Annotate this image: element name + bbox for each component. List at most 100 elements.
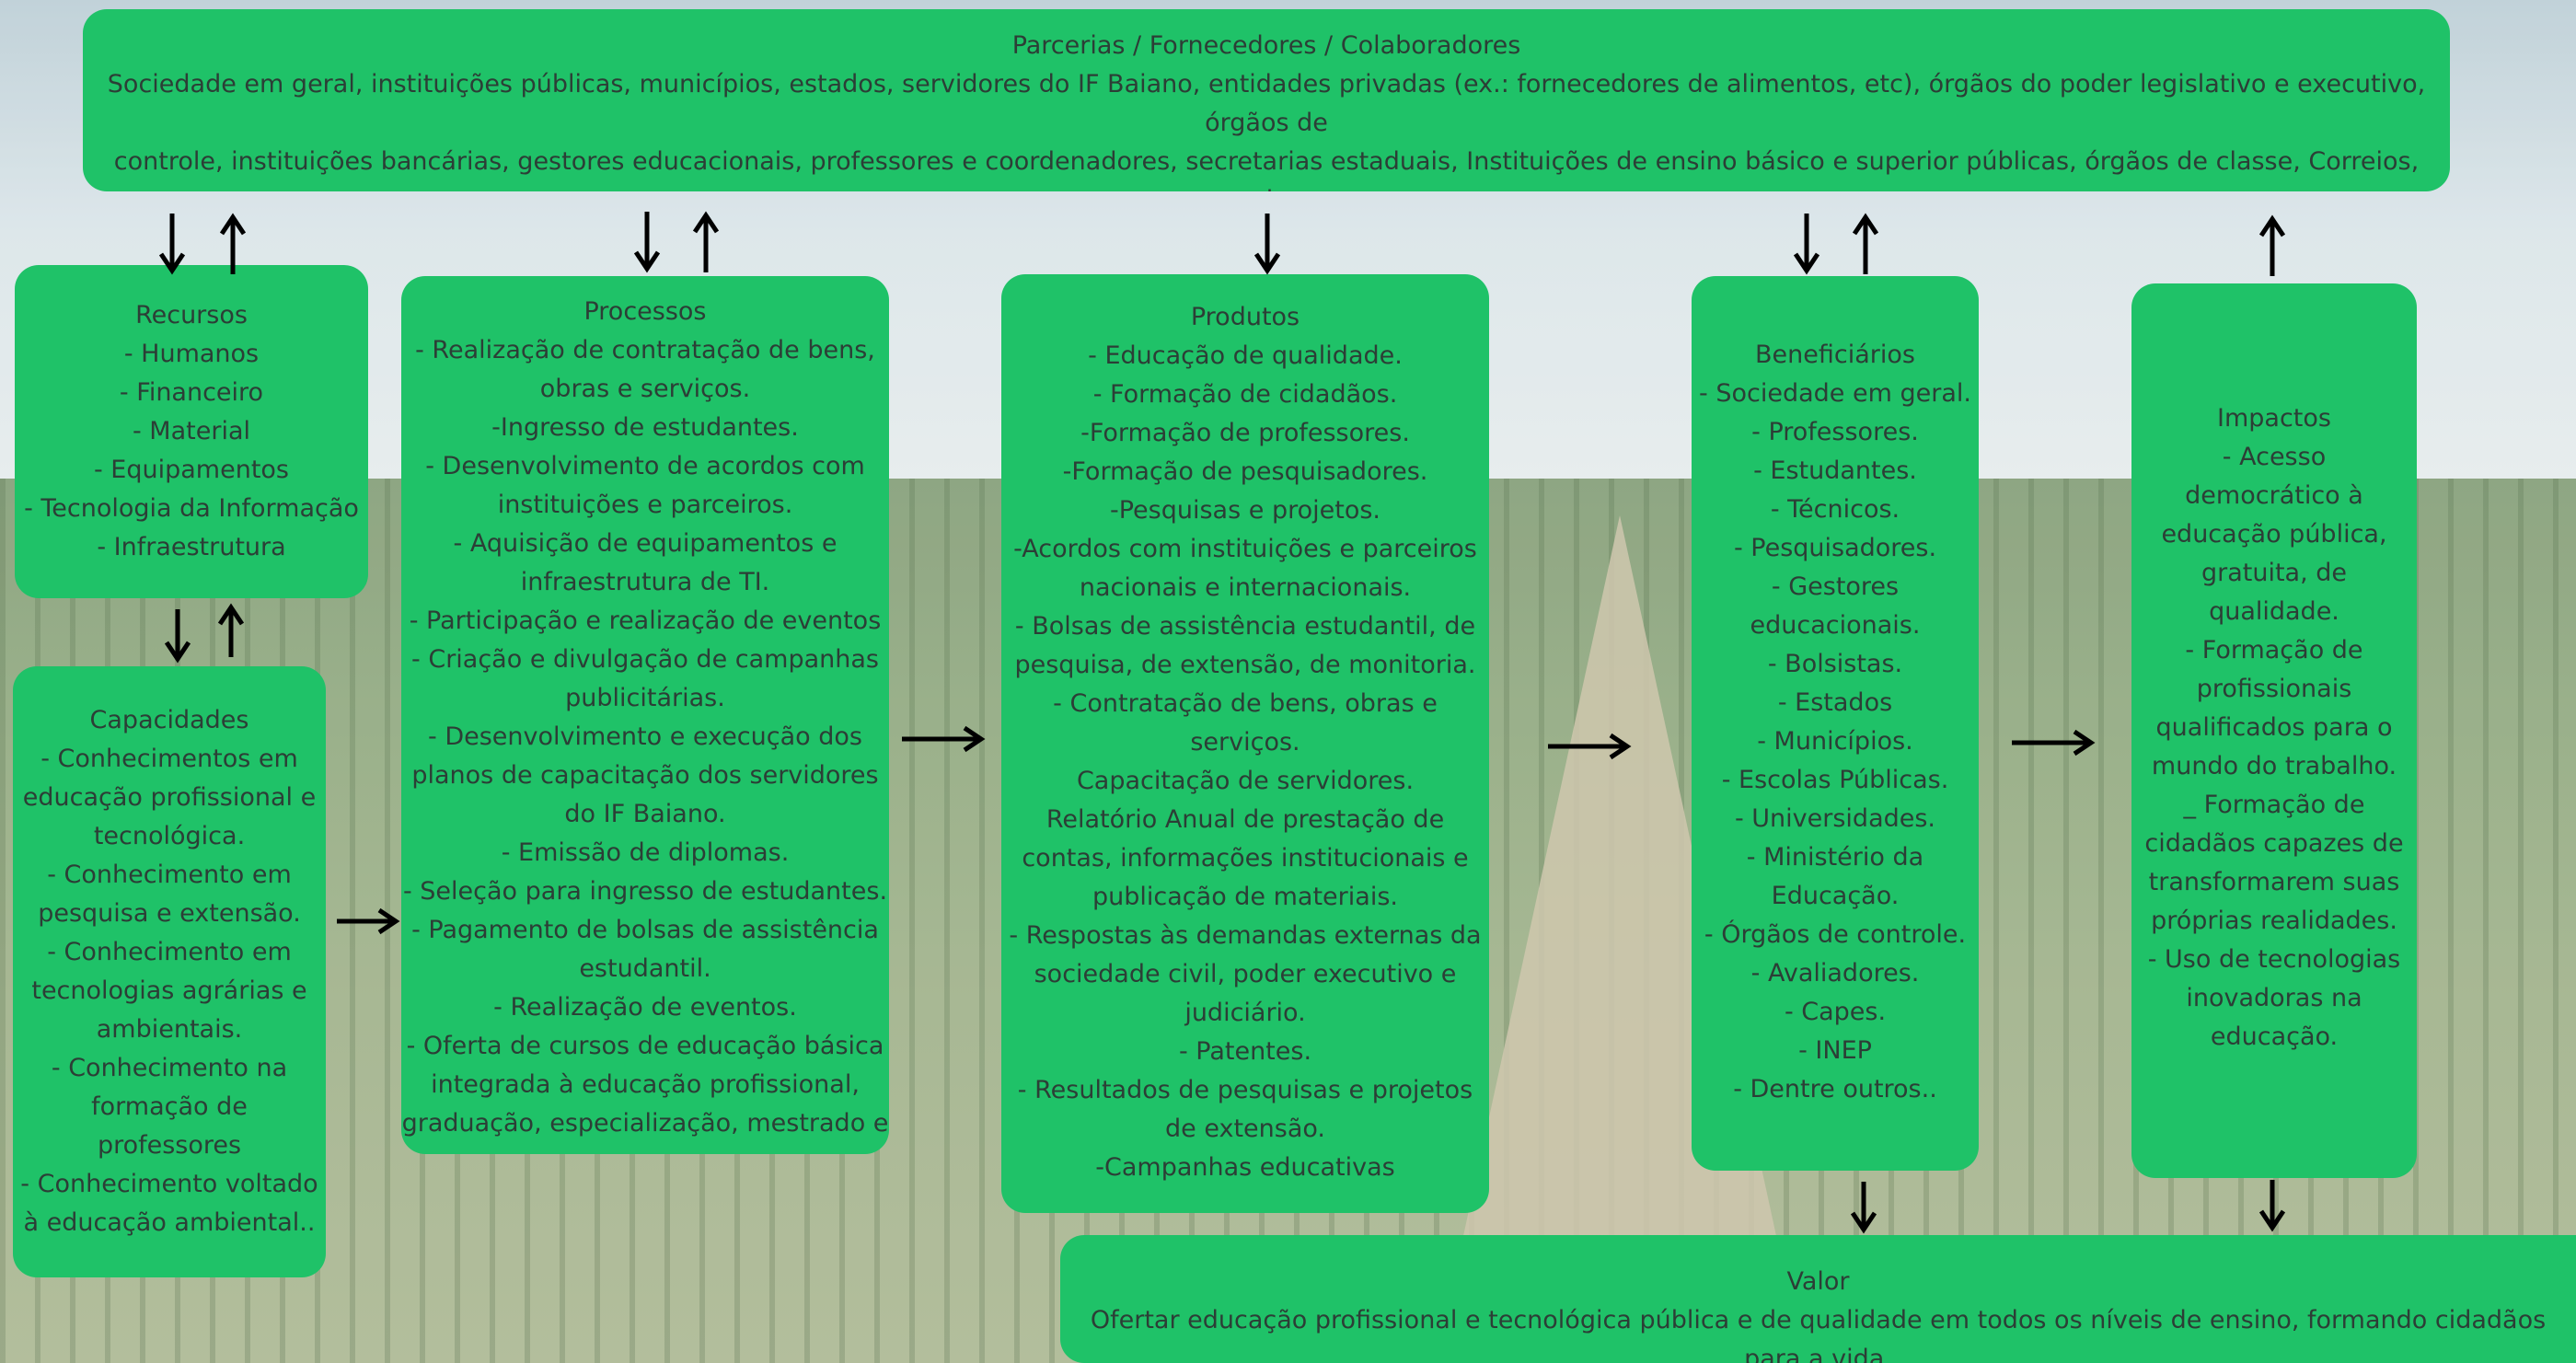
beneficiarios-line: - Avaliadores.: [1750, 959, 1920, 988]
arrow-down-beneficiarios-valor: [1850, 1182, 1877, 1234]
produtos-line: - Respostas às demandas externas da: [1009, 921, 1482, 950]
arrow-down-recursos: [158, 214, 186, 275]
processos-line: do IF Baiano.: [564, 800, 726, 828]
processos-line: planos de capacitação dos servidores: [411, 761, 879, 790]
processos-line: infraestrutura de TI.: [520, 568, 770, 596]
recursos-line: - Material: [132, 417, 250, 445]
beneficiarios-line: - Estados: [1777, 688, 1893, 717]
impactos-line: gratuita, de: [2201, 559, 2348, 587]
impactos-line: mundo do trabalho.: [2151, 752, 2397, 780]
processos-line: - Pagamento de bolsas de assistência: [411, 916, 879, 944]
produtos-line: Relatório Anual de prestação de: [1045, 805, 1445, 834]
produtos-line: nacionais e internacionais.: [1079, 573, 1412, 602]
recursos-box: Recursos- Humanos- Financeiro- Material-…: [15, 265, 368, 598]
processos-line: - Aquisição de equipamentos e: [453, 529, 837, 558]
recursos-line: - Humanos: [123, 340, 260, 368]
impactos-line: inovadoras na: [2186, 984, 2362, 1012]
recursos-line: - Infraestrutura: [97, 533, 286, 561]
processos-line: - Participação e realização de eventos: [409, 606, 882, 635]
arrow-up-processos: [692, 211, 720, 272]
impactos-line: cidadãos capazes de: [2144, 829, 2404, 858]
processos-line: -Ingresso de estudantes.: [491, 413, 799, 442]
processos-line: - Desenvolvimento de acordos com: [425, 452, 865, 480]
produtos-line: - Patentes.: [1178, 1037, 1312, 1066]
arrow-right-beneficiarios-impactos: [2012, 729, 2096, 757]
impactos-line: _ Formação de: [2183, 791, 2365, 819]
produtos-line: -Formação de professores.: [1080, 419, 1410, 447]
produtos-line: -Acordos com instituições e parceiros: [1013, 535, 1477, 563]
produtos-box: Produtos - Educação de qualidade. - Formaç…: [1001, 274, 1489, 1213]
impactos-line: educação pública,: [2161, 520, 2387, 549]
beneficiarios-line: - Órgãos de controle.: [1704, 920, 1967, 949]
valor-line: Ofertar educação profissional e tecnológ…: [1090, 1306, 2547, 1363]
impactos-line: qualidade.: [2209, 597, 2339, 626]
processos-line: - Criação e divulgação de campanhas: [411, 645, 879, 674]
beneficiarios-line: - Bolsistas.: [1767, 650, 1903, 678]
recursos-line: - Tecnologia da Informação: [24, 494, 359, 523]
arrow-up-beneficiarios: [1852, 213, 1879, 274]
arrow-right-processos-produtos: [902, 725, 986, 753]
impactos-line: próprias realidades.: [2151, 907, 2397, 935]
capacidades-line: - Conhecimento em: [47, 861, 292, 889]
beneficiarios-line: - Dentre outros..: [1733, 1075, 1937, 1103]
beneficiarios-line: educacionais.: [1750, 611, 1921, 640]
beneficiarios-line: - Gestores: [1771, 572, 1900, 601]
capacidades-line: educação profissional e: [22, 783, 317, 812]
parcerias-box: Parcerias / Fornecedores / Colaboradores…: [83, 9, 2450, 191]
processos-line: graduação, especialização, mestrado e: [401, 1109, 889, 1138]
arrow-down-capacidades: [164, 609, 191, 664]
produtos-line: - Formação de cidadãos.: [1092, 380, 1398, 409]
produtos-line: de extensão.: [1165, 1115, 1325, 1143]
processos-line: estudantil.: [579, 954, 711, 983]
beneficiarios-line: - Universidades.: [1734, 804, 1936, 833]
produtos-line: Capacitação de servidores.: [1076, 767, 1415, 795]
arrow-right-produtos-beneficiarios: [1548, 733, 1632, 760]
capacidades-line: pesquisa e extensão.: [38, 899, 301, 928]
arrow-up-impactos: [2258, 214, 2286, 276]
processos-line: - Emissão de diplomas.: [501, 838, 790, 867]
beneficiarios-line: - Técnicos.: [1770, 495, 1900, 524]
capacidades-line: formação de: [91, 1092, 248, 1121]
beneficiarios-line: - Sociedade em geral.: [1699, 379, 1971, 408]
parcerias-line: Sociedade em geral, instituições pública…: [107, 70, 2426, 137]
produtos-line: -Formação de pesquisadores.: [1062, 457, 1428, 486]
arrow-up-capacidades: [217, 603, 245, 657]
produtos-line: pesquisa, de extensão, de monitoria.: [1014, 651, 1476, 679]
capacidades-line: tecnológica.: [93, 822, 246, 850]
beneficiarios-line: - Capes.: [1784, 998, 1887, 1026]
arrow-down-beneficiarios: [1793, 214, 1820, 275]
processos-line: integrada à educação profissional,: [431, 1070, 860, 1099]
processos-line: publicitárias.: [565, 684, 725, 712]
recursos-title: Recursos: [135, 301, 248, 329]
beneficiarios-line: Educação.: [1771, 882, 1900, 910]
processos-box: Processos- Realização de contratação de …: [401, 276, 889, 1154]
processos-line: - Realização de contratação de bens,: [415, 336, 875, 364]
processos-line: - Seleção para ingresso de estudantes.: [402, 877, 888, 906]
processos-line: - Desenvolvimento e execução dos: [428, 722, 862, 751]
impactos-line: - Formação de: [2185, 636, 2363, 664]
processos-line: - Realização de eventos.: [493, 993, 797, 1022]
arrow-up-recursos: [219, 213, 247, 274]
capacidades-line: - Conhecimento na: [51, 1054, 288, 1082]
produtos-title: Produtos: [1190, 303, 1300, 331]
produtos-line: serviços.: [1190, 728, 1300, 757]
processos-line: - Oferta de cursos de educação básica: [406, 1032, 884, 1060]
produtos-line: - Educação de qualidade.: [1088, 341, 1403, 370]
produtos-line: - Contratação de bens, obras e: [1053, 689, 1438, 718]
beneficiarios-line: - INEP: [1798, 1036, 1872, 1065]
capacidades-line: à educação ambiental..: [23, 1208, 316, 1237]
arrow-right-capacidades-processos: [337, 907, 400, 935]
impactos-line: transformarem suas: [2148, 868, 2400, 896]
produtos-line: -Pesquisas e projetos.: [1110, 496, 1380, 525]
recursos-line: - Equipamentos: [93, 456, 290, 484]
arrow-down-processos: [633, 212, 661, 273]
beneficiarios-line: - Escolas Públicas.: [1721, 766, 1949, 794]
capacidades-line: professores: [97, 1131, 242, 1160]
valor-title: Valor: [1786, 1267, 1850, 1296]
produtos-line: - Bolsas de assistência estudantil, de: [1014, 612, 1476, 641]
processos-line: instituições e parceiros.: [497, 491, 793, 519]
produtos-line: - Resultados de pesquisas e projetos: [1017, 1076, 1473, 1104]
